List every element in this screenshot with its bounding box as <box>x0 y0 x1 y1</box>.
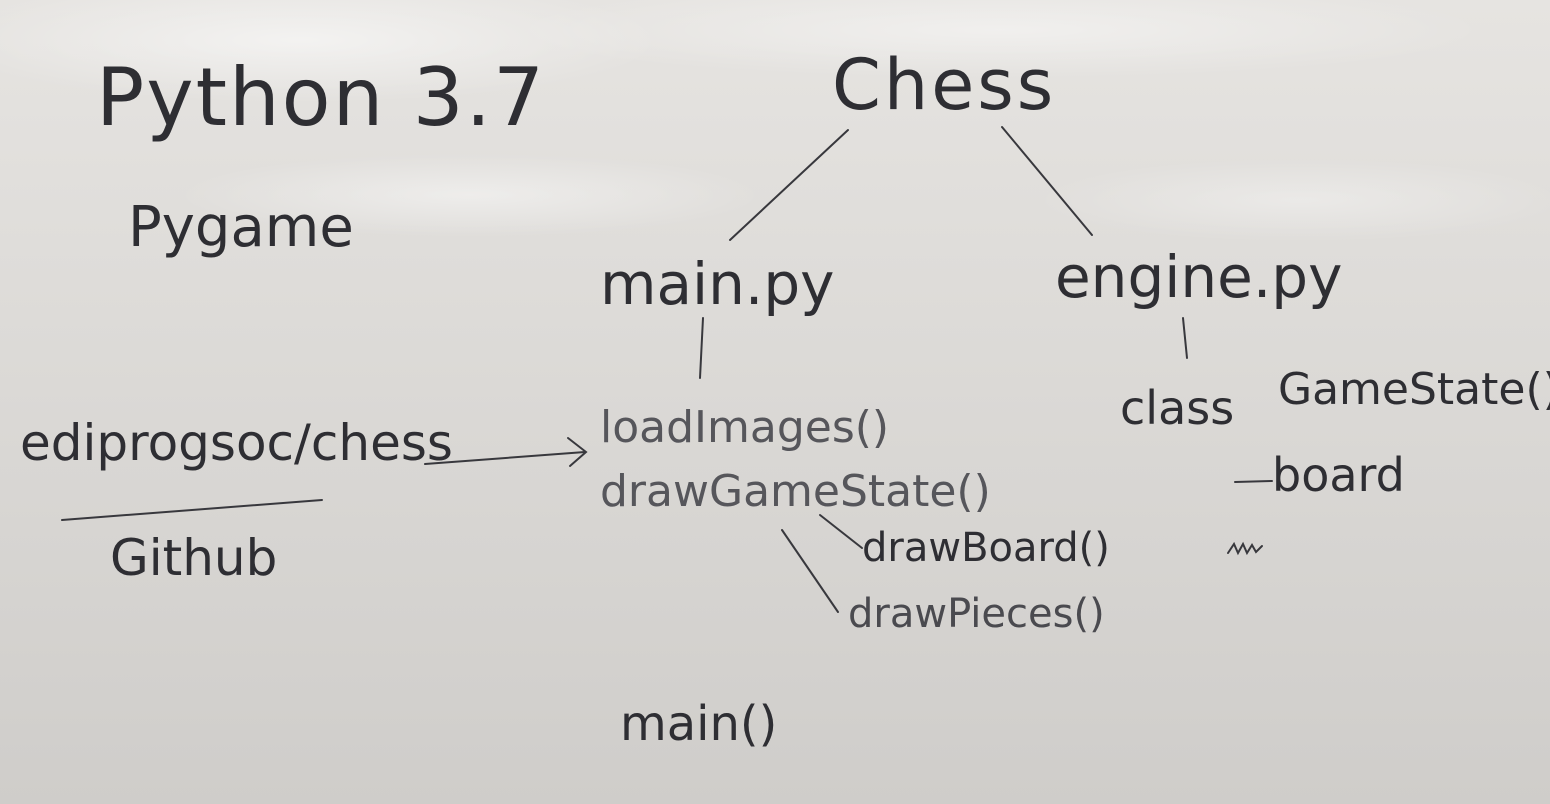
board-attribute-text: board <box>1272 448 1405 502</box>
python-version-text: Python 3.7 <box>96 51 546 144</box>
edge-draw-board <box>819 514 863 549</box>
load-images-text: loadImages() <box>600 402 890 453</box>
attribute-dash <box>1234 480 1273 483</box>
draw-pieces-text: drawPieces() <box>848 591 1105 637</box>
pygame-text: Pygame <box>128 195 354 260</box>
chess-root-text: Chess <box>832 44 1057 126</box>
repo-underline <box>61 499 323 521</box>
edge-engine-class <box>1182 317 1188 359</box>
edge-draw-pieces <box>781 529 839 613</box>
main-file-text: main.py <box>600 250 835 318</box>
arrow-head <box>567 437 588 467</box>
github-text: Github <box>110 529 278 587</box>
draw-board-text: drawBoard() <box>862 525 1110 571</box>
edge-chess-main <box>729 129 849 241</box>
edge-main-functions <box>699 317 704 379</box>
engine-file-text: engine.py <box>1055 243 1343 311</box>
ellipsis-scribble <box>1227 541 1263 556</box>
arrow-shaft <box>424 451 586 465</box>
draw-game-state-text: drawGameState() <box>600 466 991 517</box>
edge-chess-engine <box>1001 126 1093 236</box>
repo-text: ediprogsoc/chess <box>20 414 453 472</box>
class-keyword-text: class <box>1120 381 1235 435</box>
main-function-text: main() <box>620 696 778 752</box>
game-state-class-text: GameState() <box>1278 364 1550 415</box>
